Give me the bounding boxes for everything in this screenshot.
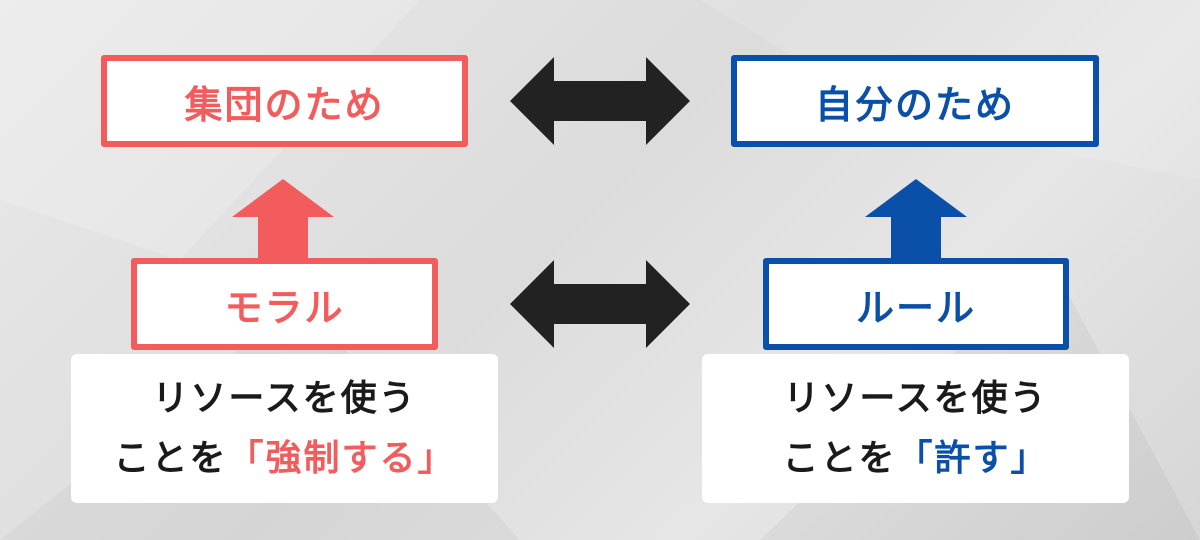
left-right-arrow-icon — [510, 260, 690, 348]
box-moral: モラル — [131, 258, 438, 350]
box-for-group: 集団のため — [101, 55, 468, 147]
left-right-arrow-icon — [510, 57, 690, 145]
moral-description-line2: ことを「強制する」 — [113, 429, 455, 489]
moral-description-line1: リソースを使う — [152, 377, 417, 419]
box-rule-label: ルール — [855, 285, 976, 330]
up-arrow-icon — [232, 179, 334, 263]
rule-description-prefix: ことを — [782, 437, 897, 479]
rule-description-card: リソースを使う ことを「許す」 — [702, 354, 1129, 503]
box-for-self-label: 自分のため — [814, 82, 1015, 127]
box-moral-label: モラル — [224, 285, 345, 330]
box-for-group-label: 集団のため — [184, 82, 385, 127]
box-rule: ルール — [763, 258, 1069, 350]
rule-description-line1: リソースを使う — [783, 377, 1048, 419]
moral-description-card: リソースを使う ことを「強制する」 — [71, 354, 498, 503]
moral-description-highlight: 「強制する」 — [227, 437, 456, 479]
rule-description-line2: ことを「許す」 — [782, 429, 1048, 489]
rule-description-highlight: 「許す」 — [896, 437, 1049, 479]
box-for-self: 自分のため — [731, 55, 1099, 147]
moral-description-prefix: ことを — [113, 437, 228, 479]
up-arrow-icon — [865, 179, 967, 263]
